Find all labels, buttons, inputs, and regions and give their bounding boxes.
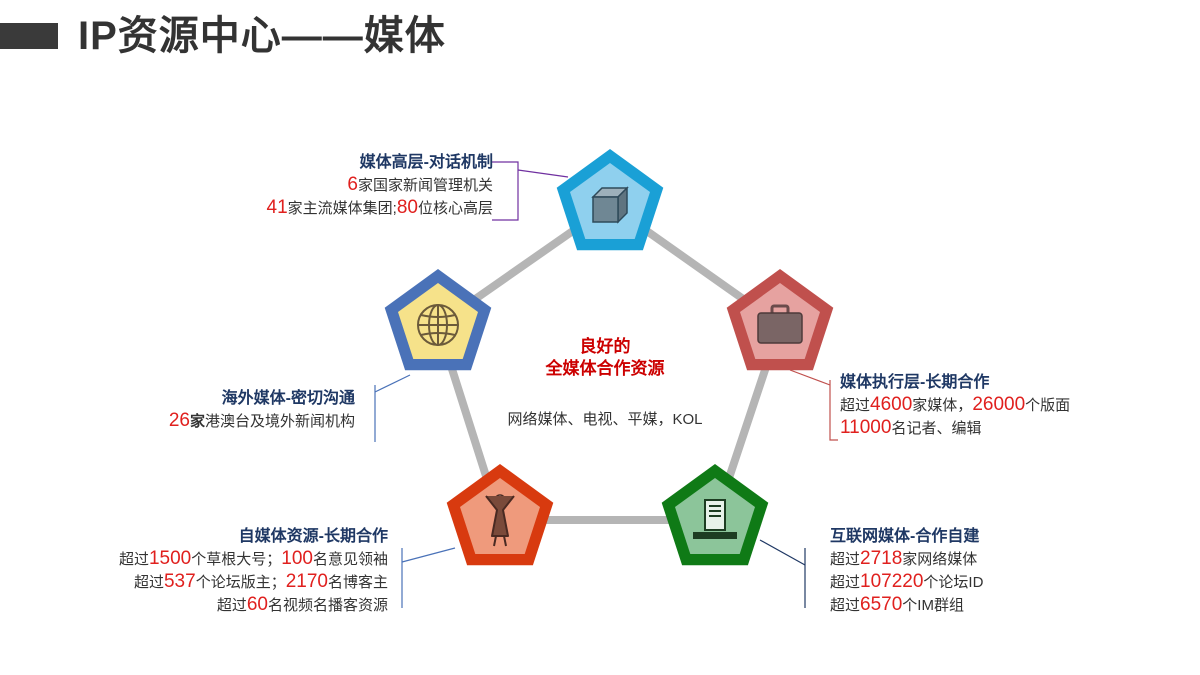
label-line: 超过1500个草根大号；100名意见领袖 [119, 548, 388, 571]
label-overseas-media: 海外媒体-密切沟通 26家港澳台及境外新闻机构 [169, 388, 355, 433]
stat-number: 6570 [860, 594, 903, 615]
label-heading: 媒体高层-对话机制 [359, 154, 493, 171]
stat-text: 超过 [133, 574, 164, 591]
node-top [556, 149, 664, 251]
label-heading: 海外媒体-密切沟通 [221, 390, 355, 407]
stat-text: 家 [189, 413, 205, 430]
stat-text: 超过 [830, 597, 861, 614]
stat-text: 名记者、编辑 [891, 420, 982, 437]
node-bottom-right [661, 464, 769, 566]
stat-text: 名视频名播客资源 [267, 597, 388, 614]
stat-text: 个论坛ID [923, 574, 984, 591]
stat-number: 60 [246, 594, 268, 615]
stat-number: 26 [168, 410, 190, 431]
stat-text: 家主流媒体集团; [287, 200, 397, 217]
stat-text: 港澳台及境外新闻机构 [204, 413, 355, 430]
label-line: 超过537个论坛版主；2170名博客主 [119, 571, 388, 594]
label-heading: 自媒体资源-长期合作 [238, 528, 388, 545]
stat-text: 个IM群组 [902, 597, 964, 614]
label-line: 6家国家新闻管理机关 [267, 174, 493, 197]
label-line: 超过107220个论坛ID [830, 571, 983, 594]
center-subtitle: 网络媒体、电视、平媒，KOL [507, 411, 703, 428]
stat-text: 个草根大号； [191, 551, 282, 568]
stat-number: 2718 [860, 548, 903, 569]
leader-line-right [829, 380, 838, 441]
stat-number: 6 [347, 174, 358, 195]
label-heading: 媒体执行层-长期合作 [840, 374, 990, 391]
label-line: 超过4600家媒体，26000个版面 [840, 394, 1070, 417]
center-title: 良好的 全媒体合作资源 [470, 336, 740, 380]
label-line: 超过6570个IM群组 [830, 594, 983, 617]
stat-text: 家媒体， [912, 397, 973, 414]
stat-number: 537 [163, 571, 196, 592]
page-title: IP资源中心——媒体 [78, 14, 446, 58]
stat-text: 超过 [216, 597, 247, 614]
label-line: 超过2718家网络媒体 [830, 548, 983, 571]
leader-line-left-link [374, 374, 411, 393]
node-left [384, 269, 492, 371]
leader-line-top-link [517, 169, 569, 178]
label-line: 11000名记者、编辑 [840, 417, 1070, 440]
stat-text: 名博客主 [327, 574, 388, 591]
globe-icon [417, 304, 459, 346]
computer-icon [693, 499, 737, 539]
stat-text: 个论坛版主； [195, 574, 286, 591]
stat-text: 名意见领袖 [312, 551, 388, 568]
title-accent-bar [0, 23, 58, 49]
label-line: 26家港澳台及境外新闻机构 [169, 410, 355, 433]
stat-number: 41 [266, 197, 288, 218]
briefcase-icon [757, 304, 803, 344]
leader-line-right-link [789, 369, 831, 386]
stat-number: 107220 [860, 571, 924, 592]
label-line: 41家主流媒体集团;80位核心高层 [267, 197, 493, 220]
stat-text: 家网络媒体 [902, 551, 978, 568]
stat-number: 1500 [148, 548, 192, 569]
box-icon [591, 186, 629, 224]
leader-line-bottom-left-link [401, 547, 456, 563]
stat-text: 个版面 [1025, 397, 1071, 414]
person-icon [485, 494, 515, 547]
stat-number: 100 [281, 548, 313, 569]
label-self-media: 自媒体资源-长期合作超过1500个草根大号；100名意见领袖超过537个论坛版主… [119, 526, 388, 617]
stat-number: 26000 [972, 394, 1026, 415]
stat-number: 11000 [840, 417, 892, 438]
stat-number: 80 [396, 197, 418, 218]
center-title-line1: 良好的 [579, 337, 631, 356]
stat-text: 超过 [118, 551, 149, 568]
stat-text: 位核心高层 [417, 200, 493, 217]
label-line: 超过60名视频名播客资源 [119, 594, 388, 617]
leader-line-top [492, 161, 519, 221]
center-title-line2: 全媒体合作资源 [545, 359, 665, 378]
stat-number: 4600 [870, 394, 913, 415]
leader-line-bottom-right-link [759, 539, 806, 566]
stat-number: 2170 [285, 571, 328, 592]
stat-text: 超过 [840, 397, 871, 414]
stat-text: 超过 [830, 551, 861, 568]
stat-text: 家国家新闻管理机关 [357, 177, 493, 194]
node-bottom-left [446, 464, 554, 566]
label-heading: 互联网媒体-合作自建 [830, 528, 980, 545]
node-right [726, 269, 834, 371]
stat-text: 超过 [830, 574, 861, 591]
